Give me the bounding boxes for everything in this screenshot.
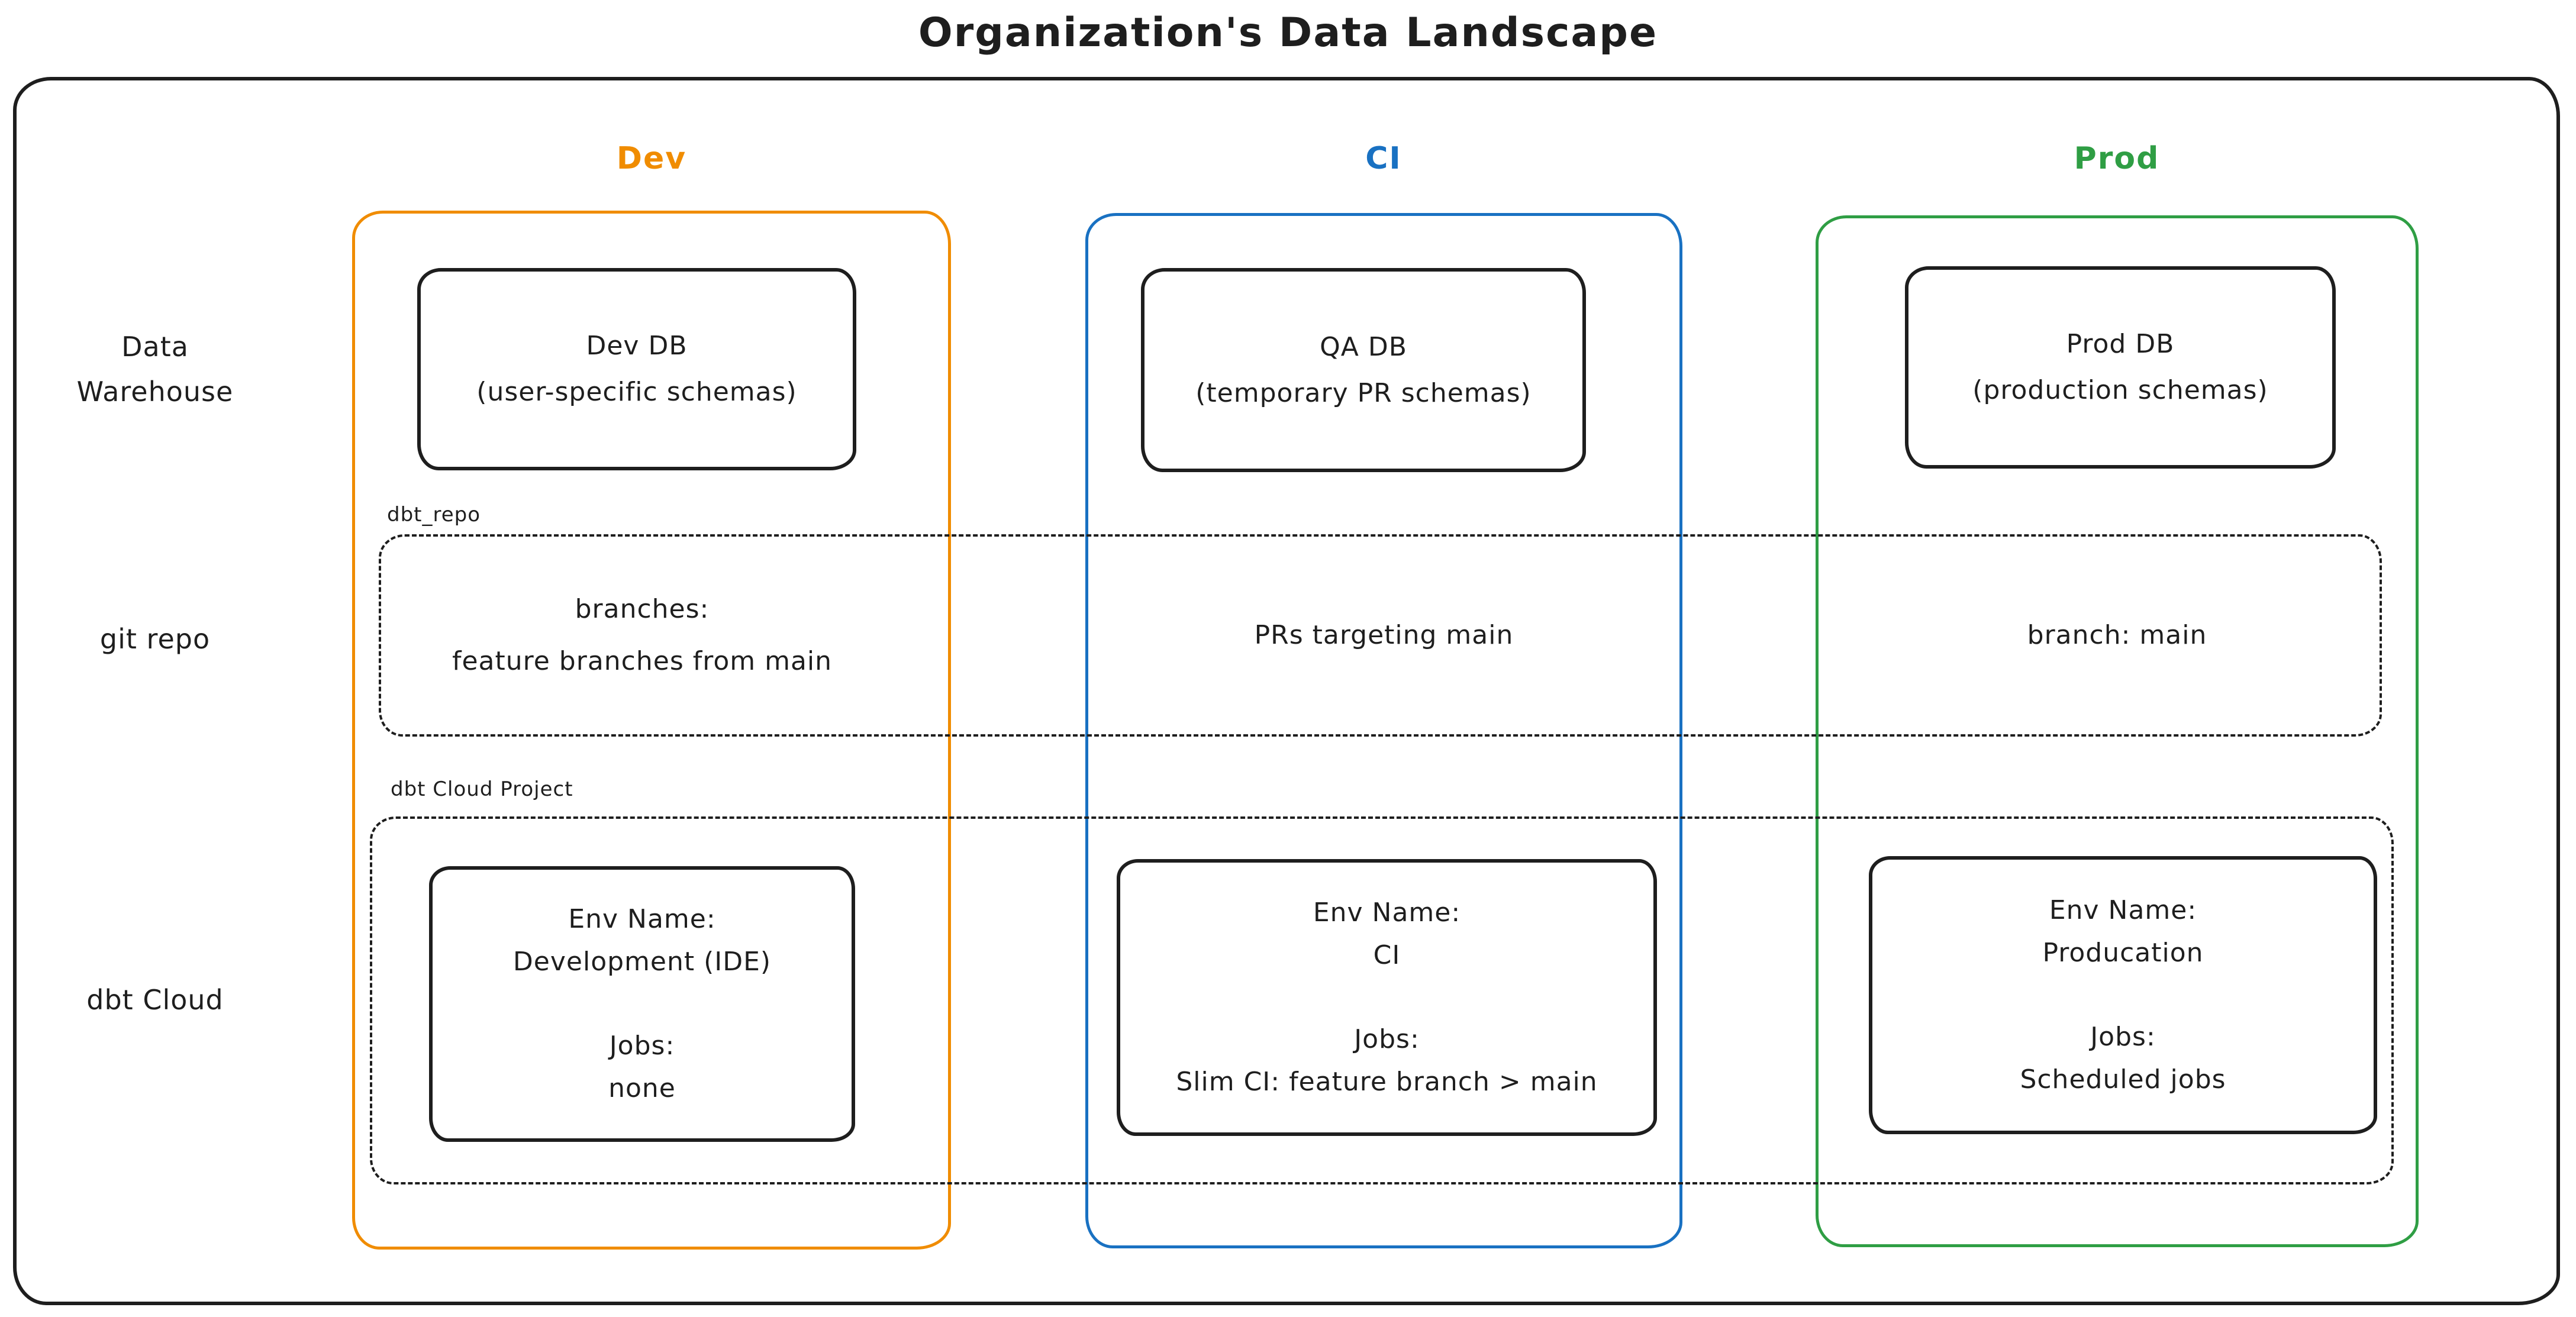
row-label-dbt-cloud: dbt Cloud — [19, 977, 291, 1022]
prod-db-schemas: (production schemas) — [1972, 375, 2268, 405]
env-name-label: Env Name: — [1313, 898, 1461, 928]
git-repo-group-label: dbt_repo — [387, 503, 481, 527]
jobs-value: none — [608, 1073, 676, 1103]
dev-env-box: Env Name: Development (IDE) Jobs: none — [429, 866, 855, 1142]
jobs-value: Slim CI: feature branch > main — [1176, 1067, 1598, 1097]
row-label-line: dbt Cloud — [86, 984, 224, 1016]
row-label-line: Data — [121, 331, 189, 363]
jobs-label: Jobs: — [609, 1031, 675, 1061]
row-label-line: git repo — [99, 623, 211, 655]
env-name-value: CI — [1373, 940, 1401, 970]
row-label-data-warehouse: Data Warehouse — [19, 324, 291, 414]
diagram-title: Organization's Data Landscape — [918, 9, 1658, 56]
ci-column-header: CI — [1365, 141, 1402, 176]
qa-db-name: QA DB — [1320, 331, 1407, 362]
prod-git-line: branch: main — [2027, 620, 2207, 650]
prod-git-text: branch: main — [1816, 534, 2419, 737]
dev-git-text: branches: feature branches from main — [376, 534, 908, 737]
jobs-value: Scheduled jobs — [2020, 1064, 2226, 1095]
dbt-cloud-group-box — [370, 816, 2394, 1184]
dev-db-name: Dev DB — [586, 331, 688, 361]
ci-git-line: PRs targeting main — [1254, 620, 1514, 650]
dev-column-box — [352, 211, 951, 1250]
row-label-line: Warehouse — [76, 376, 234, 408]
git-repo-group-box — [379, 534, 2382, 737]
prod-column-header: Prod — [2074, 141, 2160, 176]
ci-column-box — [1085, 213, 1682, 1248]
prod-db-box: Prod DB (production schemas) — [1905, 266, 2336, 469]
prod-env-box: Env Name: Producation Jobs: Scheduled jo… — [1869, 856, 2377, 1134]
qa-db-box: QA DB (temporary PR schemas) — [1141, 268, 1586, 472]
env-name-value: Producation — [2042, 938, 2204, 968]
dev-db-box: Dev DB (user-specific schemas) — [417, 268, 856, 470]
row-label-git-repo: git repo — [19, 616, 291, 661]
env-name-label: Env Name: — [568, 904, 716, 934]
dbt-cloud-group-label: dbt Cloud Project — [391, 777, 573, 801]
ci-env-box: Env Name: CI Jobs: Slim CI: feature bran… — [1117, 859, 1657, 1136]
dev-git-line: branches: — [575, 594, 710, 624]
outer-frame — [13, 77, 2560, 1305]
dev-db-schemas: (user-specific schemas) — [476, 377, 797, 407]
env-name-label: Env Name: — [2049, 895, 2197, 925]
jobs-label: Jobs: — [1354, 1024, 1420, 1054]
dev-column-header: Dev — [616, 141, 687, 176]
qa-db-schemas: (temporary PR schemas) — [1195, 377, 1532, 408]
ci-git-text: PRs targeting main — [1085, 534, 1682, 737]
prod-column-box — [1816, 215, 2419, 1247]
dev-git-line: feature branches from main — [452, 646, 833, 676]
jobs-label: Jobs: — [2090, 1022, 2156, 1052]
prod-db-name: Prod DB — [2066, 329, 2175, 359]
env-name-value: Development (IDE) — [512, 947, 772, 977]
